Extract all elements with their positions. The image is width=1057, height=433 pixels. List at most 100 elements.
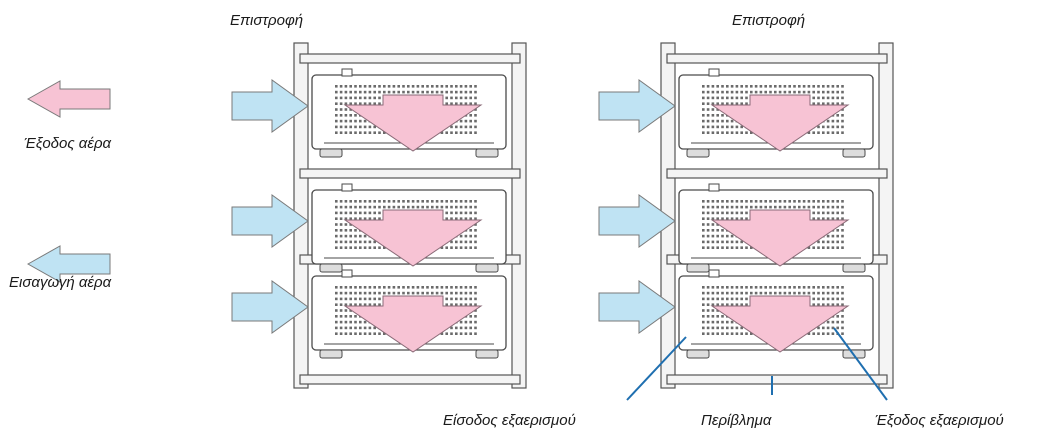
grille-dot bbox=[759, 90, 763, 94]
grille-dot bbox=[354, 102, 357, 105]
grille-dot bbox=[368, 303, 372, 306]
grille-dot bbox=[841, 205, 844, 209]
grille-dot bbox=[344, 240, 348, 244]
grille-dot bbox=[826, 205, 830, 209]
grille-dot bbox=[339, 291, 343, 295]
grille-dot bbox=[339, 246, 343, 249]
grille-dot bbox=[822, 326, 825, 330]
grille-dot bbox=[716, 332, 719, 335]
grille-dot bbox=[735, 297, 739, 301]
grille-dot bbox=[335, 229, 338, 232]
grille-dot bbox=[826, 125, 830, 129]
grille-dot bbox=[450, 90, 453, 94]
grille-dot bbox=[339, 119, 343, 123]
grille-dot bbox=[812, 205, 815, 209]
grille-dot bbox=[349, 102, 352, 105]
grille-dot bbox=[817, 240, 820, 244]
grille-dot bbox=[402, 200, 405, 203]
grille-dot bbox=[764, 291, 767, 295]
intake-arrow bbox=[231, 194, 309, 248]
grille-dot bbox=[793, 90, 796, 94]
grille-dot bbox=[359, 303, 362, 306]
grille-dot bbox=[745, 211, 748, 215]
rack-left-projector-3 bbox=[231, 269, 507, 359]
grille-dot bbox=[778, 205, 782, 209]
grille-dot bbox=[354, 240, 357, 244]
grille-dot bbox=[721, 303, 724, 306]
projector-foot-right bbox=[842, 148, 866, 158]
grille-dot bbox=[841, 114, 844, 117]
grille-dot bbox=[464, 303, 468, 306]
grille-dot bbox=[841, 320, 844, 324]
grille-dot bbox=[397, 90, 400, 94]
grille-dot bbox=[740, 102, 743, 105]
grille-dot bbox=[812, 217, 815, 220]
grille-dot bbox=[754, 205, 758, 209]
grille-dot bbox=[426, 291, 429, 295]
grille-dot bbox=[774, 90, 777, 94]
grille-dot bbox=[716, 223, 719, 226]
grille-dot bbox=[841, 234, 844, 238]
grille-dot bbox=[706, 223, 710, 226]
grille-dot bbox=[349, 200, 352, 203]
grille-dot bbox=[349, 332, 352, 335]
grille-dot bbox=[721, 315, 724, 318]
grille-dot bbox=[764, 205, 767, 209]
grille-dot bbox=[349, 234, 352, 238]
grille-dot bbox=[831, 217, 835, 220]
grille-dot bbox=[354, 131, 357, 134]
grille-dot bbox=[836, 96, 839, 100]
grille-dot bbox=[464, 85, 468, 88]
grille-dot bbox=[411, 85, 415, 88]
grille-dot bbox=[711, 119, 715, 123]
grille-dot bbox=[455, 297, 458, 301]
grille-dot bbox=[397, 286, 400, 289]
grille-dot bbox=[411, 200, 415, 203]
grille-dot bbox=[416, 286, 420, 289]
grille-dot bbox=[831, 320, 835, 324]
grille-dot bbox=[339, 108, 343, 111]
grille-dot bbox=[702, 217, 705, 220]
grille-dot bbox=[354, 315, 357, 318]
grille-dot bbox=[836, 303, 839, 306]
grille-dot bbox=[754, 90, 758, 94]
grille-dot bbox=[469, 291, 472, 295]
grille-dot bbox=[788, 200, 791, 203]
grille-dot bbox=[344, 234, 348, 238]
grille-dot bbox=[450, 205, 453, 209]
grille-dot bbox=[764, 200, 767, 203]
grille-dot bbox=[826, 211, 830, 215]
grille-dot bbox=[445, 200, 448, 203]
grille-dot bbox=[344, 205, 348, 209]
grille-dot bbox=[802, 286, 806, 289]
grille-dot bbox=[383, 131, 386, 134]
grille-dot bbox=[726, 332, 729, 335]
grille-dot bbox=[474, 223, 477, 226]
grille-dot bbox=[711, 211, 715, 215]
grille-dot bbox=[812, 246, 815, 249]
grille-dot bbox=[783, 85, 787, 88]
grille-dot bbox=[716, 90, 719, 94]
intake-legend-label: Εισαγωγή αέρα bbox=[9, 274, 112, 291]
grille-dot bbox=[831, 90, 835, 94]
grille-dot bbox=[759, 291, 763, 295]
grille-dot bbox=[368, 240, 372, 244]
rack-left-projector-2 bbox=[231, 183, 507, 273]
grille-dot bbox=[344, 303, 348, 306]
grille-dot bbox=[817, 332, 820, 335]
grille-dot bbox=[363, 246, 367, 249]
grille-dot bbox=[445, 332, 448, 335]
grille-dot bbox=[716, 291, 719, 295]
grille-dot bbox=[778, 286, 782, 289]
grille-dot bbox=[440, 205, 444, 209]
grille-dot bbox=[349, 108, 352, 111]
grille-dot bbox=[383, 90, 386, 94]
grille-dot bbox=[421, 205, 424, 209]
rack-right bbox=[598, 42, 894, 389]
grille-dot bbox=[716, 205, 719, 209]
grille-dot bbox=[841, 303, 844, 306]
grille-dot bbox=[335, 223, 338, 226]
grille-dot bbox=[711, 102, 715, 105]
grille-dot bbox=[793, 200, 796, 203]
grille-dot bbox=[354, 229, 357, 232]
